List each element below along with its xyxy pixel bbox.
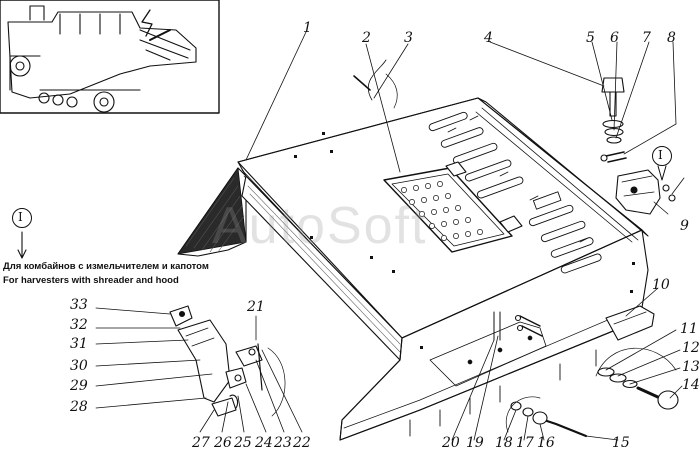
inspection-hatch <box>383 161 523 253</box>
callout-24: 24 <box>255 435 273 451</box>
callout-9: 9 <box>680 218 689 234</box>
callout-26: 26 <box>214 435 232 451</box>
callout-29: 29 <box>70 378 88 394</box>
view-marker-label-left: I <box>18 210 23 224</box>
hood-vent-slots <box>428 111 602 274</box>
callout-10: 10 <box>652 277 670 293</box>
callout-13: 13 <box>682 359 700 375</box>
view-marker-circle-right <box>652 146 672 166</box>
callout-16: 16 <box>537 435 555 451</box>
hood-right-rail <box>447 97 649 243</box>
rear-bracket <box>605 305 655 341</box>
callout-23: 23 <box>274 435 292 451</box>
lock-assembly <box>169 305 263 417</box>
callout-7: 7 <box>642 30 651 46</box>
callout-27: 27 <box>192 435 210 451</box>
callout-25: 25 <box>234 435 252 451</box>
leader-lines <box>95 31 685 441</box>
detail-arcs <box>267 73 677 433</box>
callout-17: 17 <box>516 435 534 451</box>
callout-1: 1 <box>303 20 312 36</box>
caption-english: For harvesters with shreader and hood <box>3 275 179 286</box>
callout-20: 20 <box>442 435 460 451</box>
bolt-washer-stack <box>353 59 627 163</box>
left-side-panel <box>177 167 247 257</box>
callout-3: 3 <box>404 30 413 46</box>
view-marker-circle-left <box>12 208 32 228</box>
hood-holes <box>294 132 635 349</box>
vertical-bolts <box>493 311 543 341</box>
callout-6: 6 <box>610 30 619 46</box>
callout-21: 21 <box>247 299 265 315</box>
callout-2: 2 <box>362 30 371 46</box>
callout-4: 4 <box>484 30 493 46</box>
caption-russian: Для комбайнов с измельчителем и капотом <box>3 261 209 272</box>
callout-33: 33 <box>70 297 88 313</box>
callout-15: 15 <box>612 435 630 451</box>
callout-5: 5 <box>586 30 595 46</box>
watermark: AutoSoft <box>212 197 428 255</box>
callout-11: 11 <box>680 321 698 337</box>
bracket-detail-I <box>615 169 676 215</box>
callout-12: 12 <box>682 340 700 356</box>
harvester-inset-sketch <box>0 0 220 114</box>
callout-18: 18 <box>495 435 513 451</box>
view-marker-label-right: I <box>658 148 663 162</box>
callout-14: 14 <box>682 377 700 393</box>
callout-8: 8 <box>667 30 676 46</box>
callout-32: 32 <box>70 317 88 333</box>
view-marker-tick <box>657 165 667 181</box>
callout-28: 28 <box>70 399 88 415</box>
callout-30: 30 <box>70 358 88 374</box>
callout-31: 31 <box>70 336 88 352</box>
view-arrow <box>17 231 27 259</box>
handle-assembly <box>510 367 679 438</box>
callout-22: 22 <box>293 435 311 451</box>
callout-19: 19 <box>466 435 484 451</box>
